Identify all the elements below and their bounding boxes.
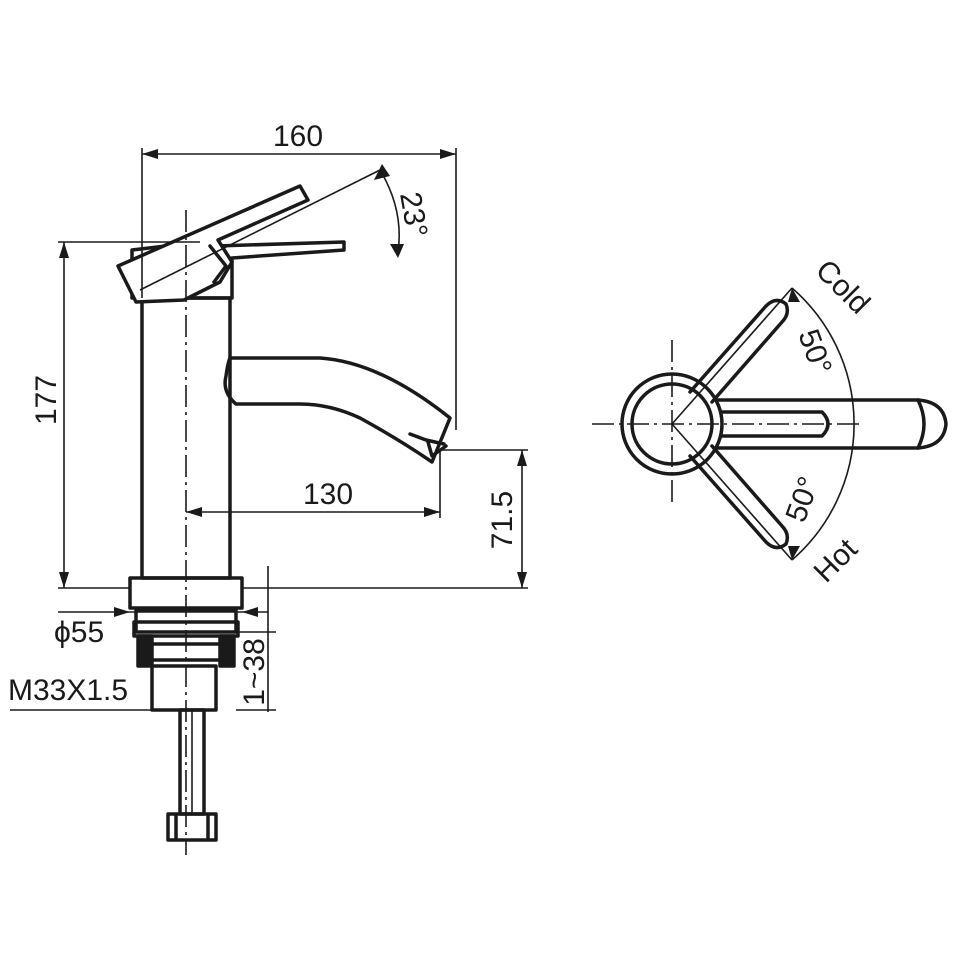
dim-spout-height-text: 71.5: [486, 491, 519, 549]
plan-lever-hot: [688, 444, 790, 550]
dim-deck-thickness: 1~38: [236, 631, 276, 711]
dim-spout-reach: 130: [186, 450, 441, 518]
spout: [223, 356, 452, 464]
dim-overall-length: 160: [141, 120, 457, 430]
dim-spout-height: 71.5: [242, 449, 528, 589]
handle-cap: [130, 240, 346, 300]
plan-hot-angle: 50°: [780, 472, 827, 526]
plan-lever: [674, 410, 830, 438]
lever-tilt-arrow-top: [374, 164, 390, 180]
plan-hot-label: Hot: [808, 532, 865, 589]
dim-thread-text: M33X1.5: [8, 674, 128, 707]
plan-hot-axis: [671, 423, 793, 561]
hose-nut: [166, 812, 218, 842]
dim-spout-reach-text: 130: [303, 478, 353, 511]
dim-base-diameter-text: ϕ55: [54, 616, 104, 649]
dim-overall-height: 177: [30, 241, 200, 589]
plan-spout: [674, 398, 948, 450]
plan-view: Cold 50° 50° Hot: [592, 254, 948, 589]
dim-deck-thickness-text: 1~38: [238, 638, 271, 706]
dim-overall-length-text: 160: [273, 120, 323, 153]
plan-spout-tip: [916, 398, 926, 450]
dim-base-diameter: ϕ55: [54, 566, 269, 712]
plan-cold-label: Cold: [809, 254, 876, 321]
side-view: 160 23° 177 130 71.5: [8, 120, 528, 855]
plan-cold-axis: [671, 287, 793, 425]
dim-thread: M33X1.5: [8, 674, 152, 711]
plan-cold-angle: 50°: [791, 325, 838, 379]
dim-handle-tilt-text: 23°: [393, 189, 433, 239]
lever-handle: [116, 184, 310, 304]
lever-tilt-arc: [139, 169, 400, 291]
threaded-stud: [150, 664, 218, 712]
plan-swing-arc: [791, 287, 855, 561]
lever-tilt-arrow-bottom: [390, 244, 404, 258]
plan-lever-cold: [688, 298, 790, 404]
dim-overall-height-text: 177: [30, 375, 63, 425]
